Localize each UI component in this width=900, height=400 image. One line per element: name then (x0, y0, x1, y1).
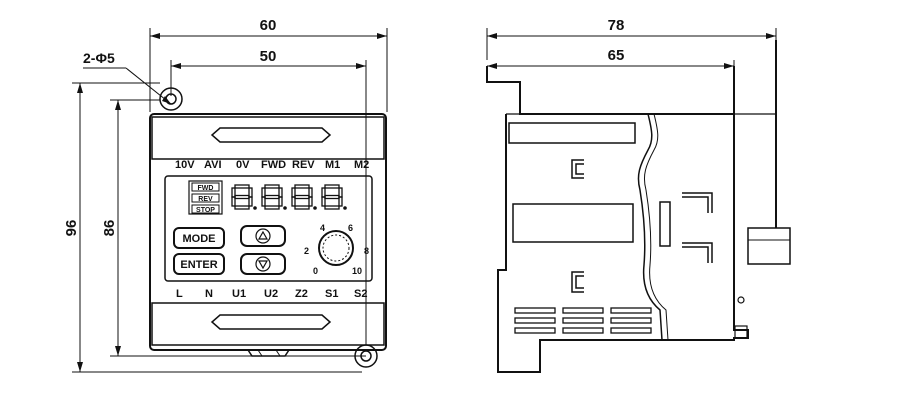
side-body-outline (486, 40, 777, 373)
top-terminal-row: 10V AVI 0V FWD REV M1 M2 (175, 159, 369, 171)
dim-hole-spacing-label: 50 (260, 48, 277, 65)
knob-scale-0: 0 (313, 266, 318, 276)
rear-block (747, 227, 791, 265)
mounting-hole-top (159, 87, 183, 111)
terminal-m2: M2 (354, 159, 369, 171)
svg-text:STOP: STOP (196, 207, 215, 214)
mode-button[interactable]: MODE (173, 227, 225, 249)
front-body (149, 113, 387, 351)
vent-slot (514, 317, 556, 324)
bottom-cover (151, 302, 385, 346)
terminal-z2: Z2 (295, 288, 308, 300)
speed-knob[interactable]: 4 6 2 8 0 10 (304, 223, 369, 276)
knob-scale-2: 2 (304, 246, 309, 256)
dim-hole-height: 86 (101, 99, 366, 357)
side-view: 78 65 (486, 17, 791, 373)
display-digit (231, 184, 257, 210)
dim-overall-height-label: 96 (63, 220, 80, 237)
vertical-slot (659, 201, 671, 247)
knob-scale-6: 6 (348, 223, 353, 233)
dim-hole-height-label: 86 (101, 220, 118, 237)
status-indicators: FWD REV STOP (188, 180, 223, 215)
side-slot-middle (512, 203, 634, 243)
indicator-fwd (191, 182, 220, 192)
terminal-0v: 0V (236, 159, 250, 171)
up-button[interactable] (240, 225, 286, 247)
dim-overall-height: 96 (63, 82, 362, 373)
display-digit (261, 184, 287, 210)
terminal-avi: AVI (204, 159, 222, 171)
indicator-stop (191, 204, 220, 214)
dim-body-depth: 65 (487, 47, 735, 110)
split-line (637, 113, 663, 341)
hole-callout: 2-Φ5 (83, 50, 172, 105)
knob-scale-4: 4 (320, 223, 325, 233)
vent-slot (562, 317, 604, 324)
side-marker-dot (737, 296, 745, 304)
terminal-n: N (205, 288, 213, 300)
hole-callout-label: 2-Φ5 (83, 50, 115, 66)
knob-scale-10: 10 (352, 266, 362, 276)
top-vent-slot (210, 127, 332, 143)
hook-upper (682, 192, 713, 213)
enter-button-label: ENTER (180, 259, 217, 271)
dim-overall-depth-label: 78 (608, 17, 625, 34)
vent-slot (562, 307, 604, 314)
terminal-s1: S1 (325, 288, 338, 300)
terminal-l: L (176, 288, 183, 300)
top-cover (151, 116, 385, 160)
front-view: 60 50 2-Φ5 96 (63, 17, 388, 373)
vent-slot (514, 307, 556, 314)
dim-body-depth-label: 65 (608, 47, 625, 64)
seven-segment-display (231, 184, 347, 210)
dim-overall-width-label: 60 (260, 17, 277, 34)
vent-slot (610, 327, 652, 334)
bottom-vent-slot (210, 314, 332, 330)
side-slot-upper (508, 122, 636, 144)
down-arrow-icon (255, 256, 271, 272)
vent-slot (610, 307, 652, 314)
terminal-s2: S2 (354, 288, 367, 300)
bottom-terminal-row: L N U1 U2 Z2 S1 S2 (176, 288, 367, 300)
enter-button[interactable]: ENTER (173, 253, 225, 275)
vent-slots (514, 307, 652, 334)
terminal-fwd: FWD (261, 159, 286, 171)
svg-text:REV: REV (198, 196, 213, 203)
display-digit (321, 184, 347, 210)
dim-overall-width: 60 (149, 17, 388, 112)
svg-text:FWD: FWD (198, 185, 214, 192)
dim-overall-depth: 78 (486, 17, 777, 60)
clip-upper (571, 159, 584, 179)
vent-slot (610, 317, 652, 324)
down-button[interactable] (240, 253, 286, 275)
terminal-10v: 10V (175, 159, 195, 171)
keypad-panel (164, 175, 373, 282)
terminal-u2: U2 (264, 288, 278, 300)
up-arrow-icon (255, 228, 271, 244)
side-foot-square (734, 325, 748, 339)
display-digit (291, 184, 317, 210)
hook-lower (682, 242, 713, 263)
terminal-u1: U1 (232, 288, 246, 300)
indicator-rev (191, 193, 220, 203)
mode-button-label: MODE (183, 233, 216, 245)
dim-hole-spacing: 50 (170, 48, 367, 345)
knob-scale-8: 8 (364, 246, 369, 256)
terminal-rev: REV (292, 159, 315, 171)
vent-slot (514, 327, 556, 334)
vent-slot (562, 327, 604, 334)
terminal-m1: M1 (325, 159, 340, 171)
clip-lower (571, 271, 584, 293)
bottom-clip (247, 349, 290, 357)
